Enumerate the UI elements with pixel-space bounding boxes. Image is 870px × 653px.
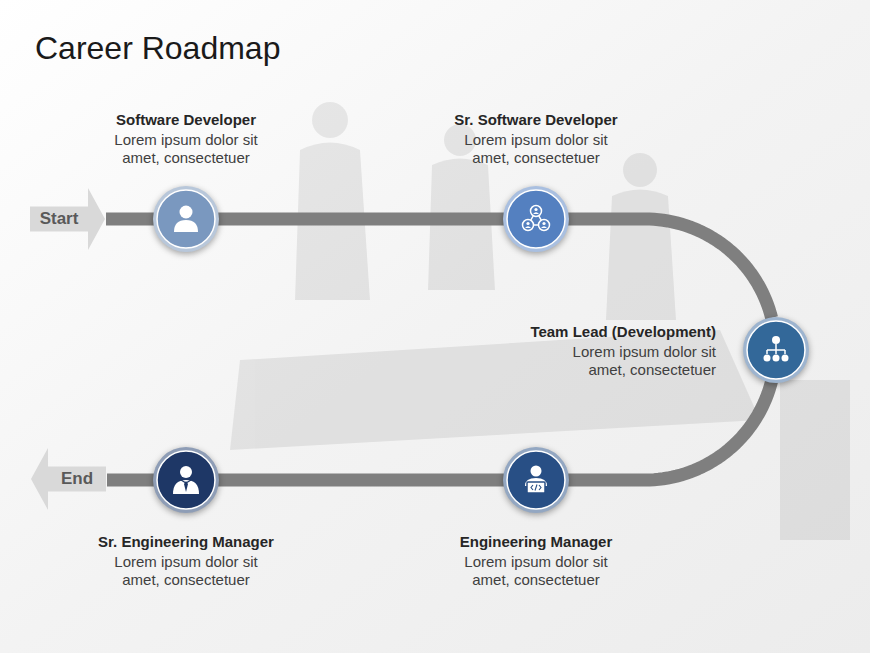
icon-body bbox=[541, 226, 547, 228]
milestone-icon bbox=[764, 336, 789, 362]
circle-core bbox=[747, 321, 805, 379]
circle-ring bbox=[153, 186, 219, 252]
milestone-node: Sr. Engineering ManagerLorem ipsum dolor… bbox=[152, 446, 220, 514]
arrow-fill bbox=[30, 188, 105, 250]
road-segment bbox=[567, 381, 772, 480]
role-title: Sr. Engineering Manager bbox=[96, 532, 276, 551]
icon-lines bbox=[767, 344, 785, 354]
circle-core bbox=[157, 451, 215, 509]
arrow-label: Start bbox=[40, 209, 79, 229]
role-description: Lorem ipsum dolor sit amet, consectetuer bbox=[96, 553, 276, 589]
icon-head bbox=[542, 222, 545, 225]
icon-head bbox=[772, 336, 780, 344]
milestone-node: Sr. Software DeveloperLorem ipsum dolor … bbox=[502, 185, 570, 253]
icon-collar bbox=[181, 480, 191, 483]
role-description: Lorem ipsum dolor sit amet, consectetuer bbox=[96, 131, 276, 167]
circle-core bbox=[507, 190, 565, 248]
icon-code-mark bbox=[531, 485, 541, 491]
role-title: Sr. Software Developer bbox=[446, 110, 626, 129]
desk bbox=[230, 330, 760, 450]
icon-laptop bbox=[527, 482, 545, 493]
icon-head bbox=[180, 466, 192, 478]
icon-body bbox=[174, 220, 198, 232]
role-title: Engineering Manager bbox=[446, 532, 626, 551]
slide-title: Career Roadmap bbox=[35, 30, 280, 67]
arrow-fill bbox=[31, 448, 106, 510]
icon-member bbox=[531, 206, 542, 217]
road-segment bbox=[106, 213, 154, 226]
milestone-node: Engineering ManagerLorem ipsum dolor sit… bbox=[502, 446, 570, 514]
milestone-icon bbox=[173, 466, 199, 494]
milestone-text: Software DeveloperLorem ipsum dolor sit … bbox=[96, 110, 276, 167]
milestone-node: Team Lead (Development)Lorem ipsum dolor… bbox=[742, 316, 810, 384]
road-segment bbox=[217, 474, 505, 487]
road-segment bbox=[107, 474, 155, 487]
milestone-icon bbox=[525, 466, 547, 494]
milestone-circle bbox=[502, 446, 570, 514]
milestone-circle bbox=[742, 316, 810, 384]
circle-core bbox=[507, 451, 565, 509]
milestone-text: Sr. Engineering ManagerLorem ipsum dolor… bbox=[96, 532, 276, 589]
cabinet bbox=[780, 380, 850, 540]
milestone-circle bbox=[502, 185, 570, 253]
icon-member bbox=[764, 355, 771, 362]
direction-arrow: End bbox=[31, 448, 106, 510]
role-description: Lorem ipsum dolor sit amet, consectetuer bbox=[446, 553, 626, 589]
milestone-icon bbox=[174, 206, 198, 233]
person-head bbox=[623, 153, 657, 187]
role-title: Team Lead (Development) bbox=[530, 322, 716, 341]
milestone-circle bbox=[152, 185, 220, 253]
icon-body bbox=[173, 480, 199, 494]
circle-ring bbox=[743, 317, 809, 383]
milestone-node: Software DeveloperLorem ipsum dolor sit … bbox=[152, 185, 220, 253]
icon-member bbox=[782, 355, 789, 362]
road-segment bbox=[218, 213, 504, 226]
circle-core bbox=[157, 190, 215, 248]
circle-ring bbox=[503, 186, 569, 252]
icon-member bbox=[523, 220, 534, 231]
icon-head bbox=[180, 206, 193, 219]
icon-body bbox=[525, 226, 531, 228]
direction-arrow: Start bbox=[30, 188, 105, 250]
milestone-text: Sr. Software DeveloperLorem ipsum dolor … bbox=[446, 110, 626, 167]
icon-head bbox=[534, 208, 537, 211]
person-body bbox=[606, 190, 676, 321]
role-description: Lorem ipsum dolor sit amet, consectetuer bbox=[446, 131, 626, 167]
road-segment bbox=[568, 219, 772, 318]
icon-member bbox=[773, 355, 780, 362]
milestone-text: Team Lead (Development) Lorem ipsum dolor… bbox=[530, 322, 716, 379]
circle-ring bbox=[153, 447, 219, 513]
person-head bbox=[312, 102, 348, 138]
role-description: Lorem ipsum dolor sit amet, consectetuer bbox=[536, 343, 716, 379]
milestone-circle bbox=[152, 446, 220, 514]
icon-head bbox=[526, 222, 529, 225]
icon-member bbox=[539, 220, 550, 231]
milestone-icon bbox=[523, 206, 550, 231]
arrow-label: End bbox=[61, 469, 93, 489]
icon-head bbox=[531, 466, 542, 477]
role-title: Software Developer bbox=[96, 110, 276, 129]
icon-body bbox=[533, 212, 539, 214]
circle-ring bbox=[503, 447, 569, 513]
milestone-text: Engineering ManagerLorem ipsum dolor sit… bbox=[446, 532, 626, 589]
